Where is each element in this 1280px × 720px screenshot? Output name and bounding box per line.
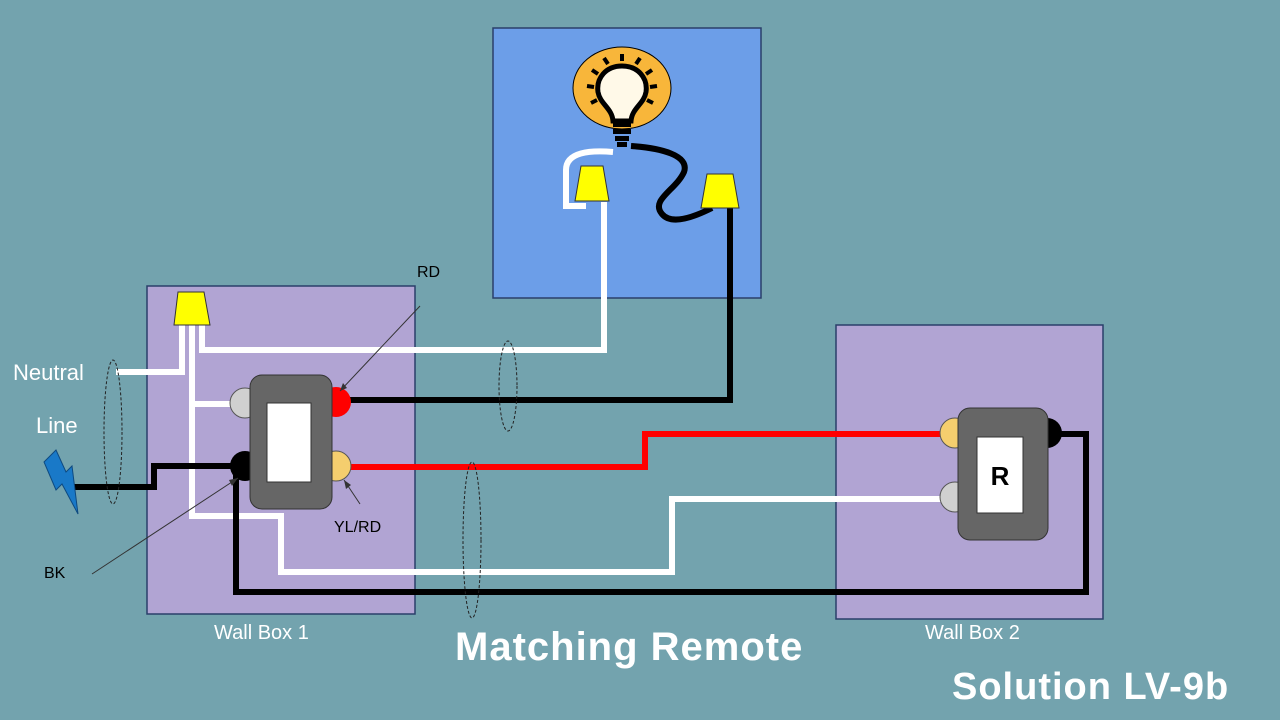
light-bulb-icon	[572, 46, 672, 147]
wall-box-1-caption: Wall Box 1	[214, 622, 309, 644]
label-yl-rd: YL/RD	[334, 519, 382, 536]
label-bk: BK	[44, 565, 66, 582]
remote-switch: R	[939, 407, 1062, 541]
remote-letter: R	[991, 461, 1010, 491]
master-switch	[229, 374, 352, 510]
cable-bundle-remote	[462, 461, 482, 619]
wire-switched-hot	[344, 206, 733, 403]
wire-neutral-feed	[116, 324, 185, 375]
label-rd: RD	[417, 264, 441, 281]
wire-traveler	[344, 431, 950, 470]
callout-line-rd	[339, 305, 421, 392]
label-neutral: Neutral	[13, 360, 84, 385]
wire-neutral-to-remote	[189, 404, 950, 575]
wire-nut-icon	[700, 173, 740, 209]
wall-box-2-caption: Wall Box 2	[925, 622, 1020, 644]
cable-bundle-light	[498, 340, 518, 432]
wire-neutral-to-light	[199, 202, 607, 353]
wire-nut-icon	[574, 165, 610, 202]
switch-paddle	[266, 402, 312, 483]
wire-line-feed	[66, 463, 236, 490]
fixture-hot-lead	[630, 143, 714, 223]
callout-line-bk	[91, 477, 239, 575]
label-line: Line	[36, 413, 78, 438]
cable-bundle-feed	[103, 359, 123, 505]
solution-label: Solution LV-9b	[952, 666, 1230, 708]
fixture-neutral-lead	[563, 148, 614, 209]
diagram-title: Matching Remote	[455, 625, 804, 669]
remote-paddle	[976, 436, 1024, 514]
wire-remote-loop	[233, 431, 1089, 595]
lightning-bolt-icon	[43, 449, 79, 515]
wire-nut-icon	[173, 291, 211, 326]
